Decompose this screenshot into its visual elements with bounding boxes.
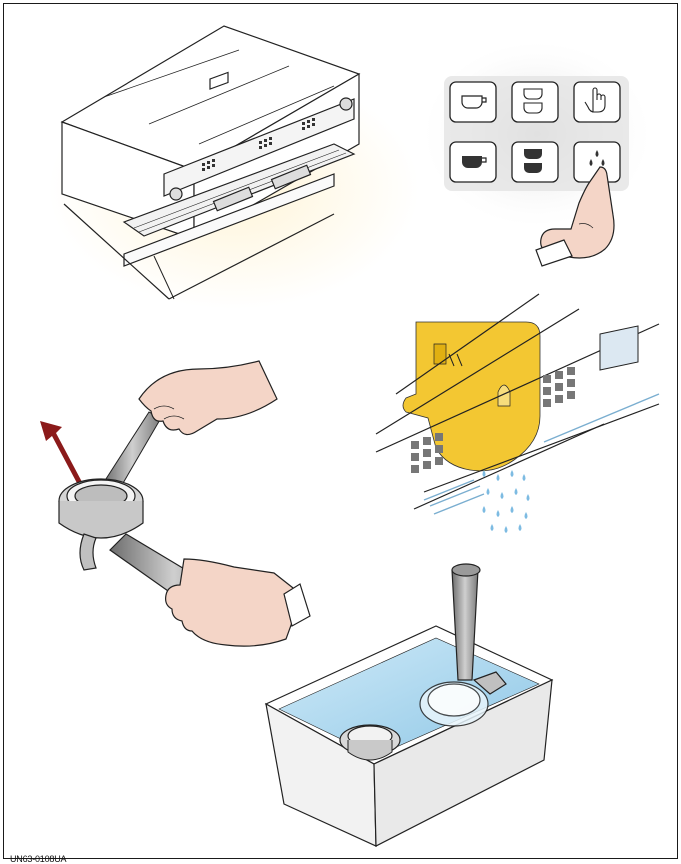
group-head-rinse bbox=[376, 294, 659, 533]
single-cup-icon bbox=[450, 82, 496, 122]
espresso-machine bbox=[49, 26, 419, 309]
cleaning-instructions-figure bbox=[4, 4, 679, 860]
figure-code-label: UN63-0108UA bbox=[10, 854, 66, 864]
double-cup-icon bbox=[512, 82, 558, 122]
soak-in-cleaning-solution bbox=[266, 564, 552, 846]
water-drops bbox=[483, 470, 530, 533]
manual-hand-icon bbox=[574, 82, 620, 122]
single-cup-full-icon bbox=[450, 142, 496, 182]
direction-arrow bbox=[40, 421, 82, 485]
illustration-frame: UN63-0108UA bbox=[3, 3, 678, 859]
button-panel-pressed bbox=[427, 44, 647, 266]
double-cup-full-icon bbox=[512, 142, 558, 182]
remove-filter-basket bbox=[40, 361, 310, 646]
